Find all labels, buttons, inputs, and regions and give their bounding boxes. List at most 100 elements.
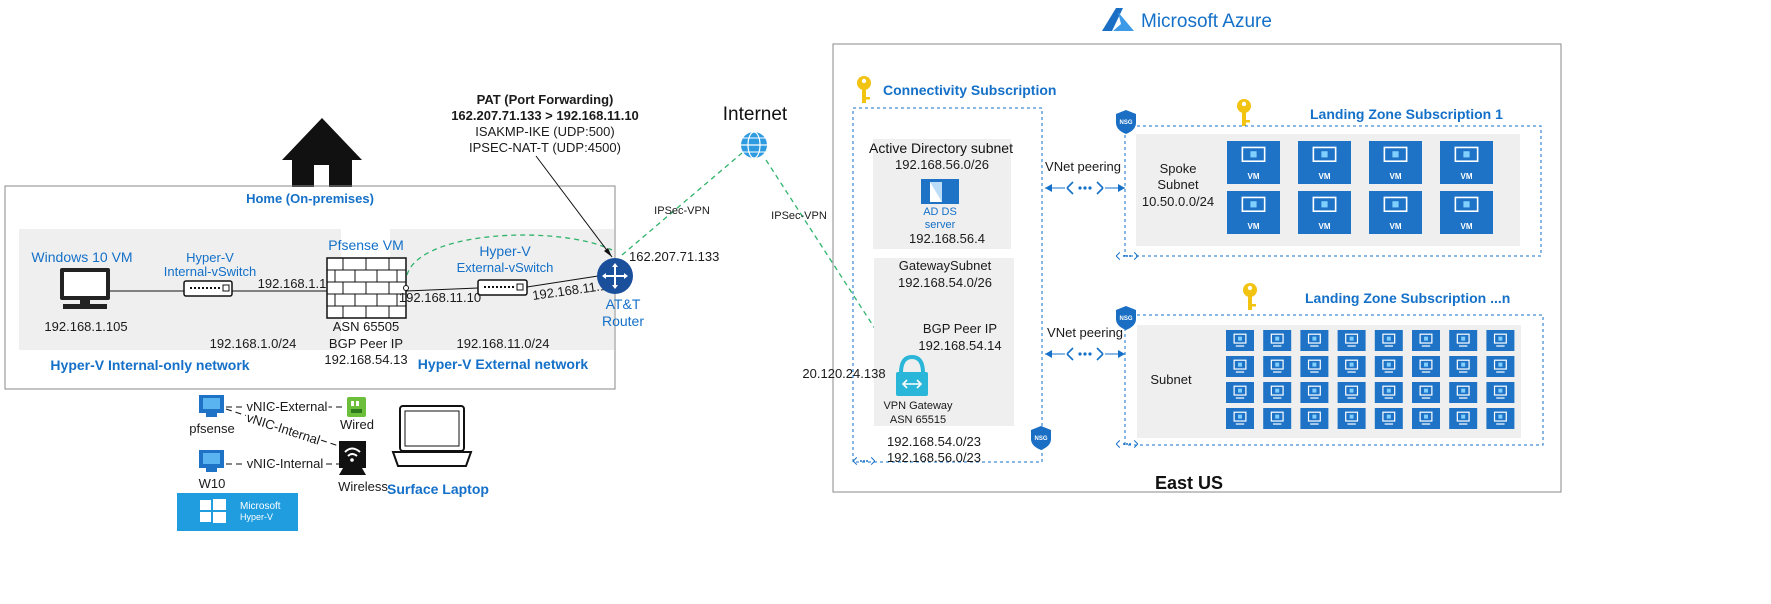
gateway-subnet-title: GatewaySubnet	[899, 258, 992, 273]
pat-port-natt: IPSEC-NAT-T (UDP:4500)	[469, 140, 621, 155]
pat-port-ike: ISAKMP-IKE (UDP:500)	[475, 124, 614, 139]
vm-label: VM	[1248, 172, 1260, 181]
ipsec-label-left: IPSec-VPN	[654, 205, 710, 217]
vm-icon	[1412, 356, 1440, 377]
nic-internal-label-1: vNIC-Internal	[245, 410, 323, 448]
connectivity-title: Connectivity Subscription	[883, 82, 1056, 98]
pat-rule: 162.207.71.133 > 192.168.11.10	[451, 108, 639, 123]
internal-switch-line2: Internal-vSwitch	[164, 264, 256, 279]
external-switch-line1: Hyper-V	[479, 243, 531, 259]
win10-ip: 192.168.1.105	[44, 319, 127, 334]
wired-nic-icon	[347, 397, 366, 417]
gateway-subnet-panel	[874, 258, 1014, 426]
vm-icon	[1300, 382, 1329, 403]
vm-icon	[1226, 330, 1254, 351]
azure-logo: Microsoft Azure	[1102, 8, 1272, 32]
globe-icon	[741, 131, 767, 159]
vm-icon	[1412, 408, 1440, 429]
lz1-nsg-icon	[1116, 110, 1136, 134]
lzn-vnet-icon	[1115, 439, 1139, 449]
router-icon	[597, 258, 633, 294]
hyperv-logo-line1: Microsoft	[240, 501, 281, 512]
internal-switch-icon	[183, 280, 233, 297]
vpn-gateway-name: VPN Gateway	[883, 400, 953, 412]
vm-icon	[1449, 382, 1478, 403]
house-icon	[282, 118, 362, 187]
vm-icon: VM	[1298, 141, 1351, 184]
vm-icon: VM	[1369, 191, 1422, 234]
gateway-subnet-range: 192.168.54.0/26	[898, 275, 992, 290]
lz1-key-icon	[1237, 99, 1251, 126]
lz1-spoke-line1: Spoke	[1160, 161, 1197, 176]
pfsense-host-icon	[199, 395, 224, 417]
vm-icon	[1300, 408, 1329, 429]
vm-icon	[1374, 356, 1403, 377]
vm-label: VM	[1461, 172, 1473, 181]
lzn-vnet-box	[1124, 314, 1544, 446]
vnet-range-1: 192.168.54.0/23	[887, 434, 981, 449]
vm-icon	[1226, 382, 1254, 403]
vm-label: VM	[1319, 172, 1331, 181]
hyperv-logo: Microsoft Hyper-V	[177, 493, 298, 531]
ipsec-label-right: IPSec-VPN	[771, 210, 827, 222]
vm-icon: VM	[1440, 141, 1493, 184]
internet-label: Internet	[723, 104, 788, 125]
monitor-icon	[60, 268, 110, 309]
nic-external-label: vNIC-External	[247, 399, 328, 414]
router-name-line2: Router	[602, 313, 644, 329]
internal-network-title: Hyper-V Internal-only network	[50, 357, 249, 373]
vpn-gateway-asn: ASN 65515	[890, 414, 946, 426]
internal-switch-line1: Hyper-V	[186, 250, 234, 265]
lzn-title: Landing Zone Subscription ...n	[1305, 290, 1510, 306]
firewall-icon	[326, 257, 407, 319]
region-label: East US	[1155, 473, 1223, 493]
router-public-ip: 162.207.71.133	[629, 249, 719, 264]
external-network-title: Hyper-V External network	[418, 356, 589, 372]
nic-internal-link-1	[225, 408, 346, 449]
vm-icon	[1412, 330, 1440, 351]
vm-icon: VM	[1227, 191, 1280, 234]
pfsense-bgp-ip: 192.168.54.13	[324, 352, 407, 367]
link-pfsense-external-switch	[405, 287, 479, 292]
azure-region-box	[832, 43, 1562, 493]
lzn-key-icon	[1243, 283, 1257, 310]
lzn-subnet-label: Subnet	[1150, 372, 1192, 387]
vm-icon	[1486, 382, 1515, 403]
w10-host-label: W10	[199, 476, 226, 491]
vm-icon	[1449, 356, 1478, 377]
vm-icon: VM	[1369, 141, 1422, 184]
adds-label-line2: server	[925, 219, 956, 231]
wifi-icon	[339, 441, 366, 475]
lz1-title: Landing Zone Subscription 1	[1310, 106, 1503, 122]
vm-icon	[1337, 356, 1366, 377]
vm-icon	[1449, 408, 1478, 429]
pat-callout-line	[535, 155, 613, 258]
vm-icon	[1263, 330, 1292, 351]
vm-label: VM	[1390, 222, 1402, 231]
vm-label: VM	[1461, 222, 1473, 231]
adds-ip: 192.168.56.4	[909, 231, 985, 246]
gateway-bgp-ip: 192.168.54.14	[918, 338, 1001, 353]
vm-icon	[1263, 382, 1292, 403]
external-switch-line2: External-vSwitch	[457, 260, 554, 275]
vm-icon	[1374, 408, 1403, 429]
home-title: Home (On-premises)	[246, 191, 374, 206]
vpn-tunnel-local	[406, 234, 613, 276]
vm-icon	[1374, 330, 1403, 351]
peering-label-1: VNet peering	[1045, 159, 1121, 174]
vm-icon	[1300, 330, 1329, 351]
lz1-vnet-icon	[1115, 251, 1139, 261]
ad-subnet-title: Active Directory subnet	[869, 140, 1013, 156]
wired-label: Wired	[340, 417, 374, 432]
vpn-gateway-icon	[896, 354, 928, 396]
win10-vm-title: Windows 10 VM	[31, 249, 132, 265]
link-external-switch-router	[526, 275, 599, 288]
vm-icon: VM	[1227, 141, 1280, 184]
vm-icon	[1337, 330, 1366, 351]
laptop-icon	[391, 405, 473, 467]
vm-icon	[1300, 356, 1329, 377]
vm-icon: VM	[1440, 191, 1493, 234]
external-subnet: 192.168.11.0/24	[456, 336, 549, 351]
